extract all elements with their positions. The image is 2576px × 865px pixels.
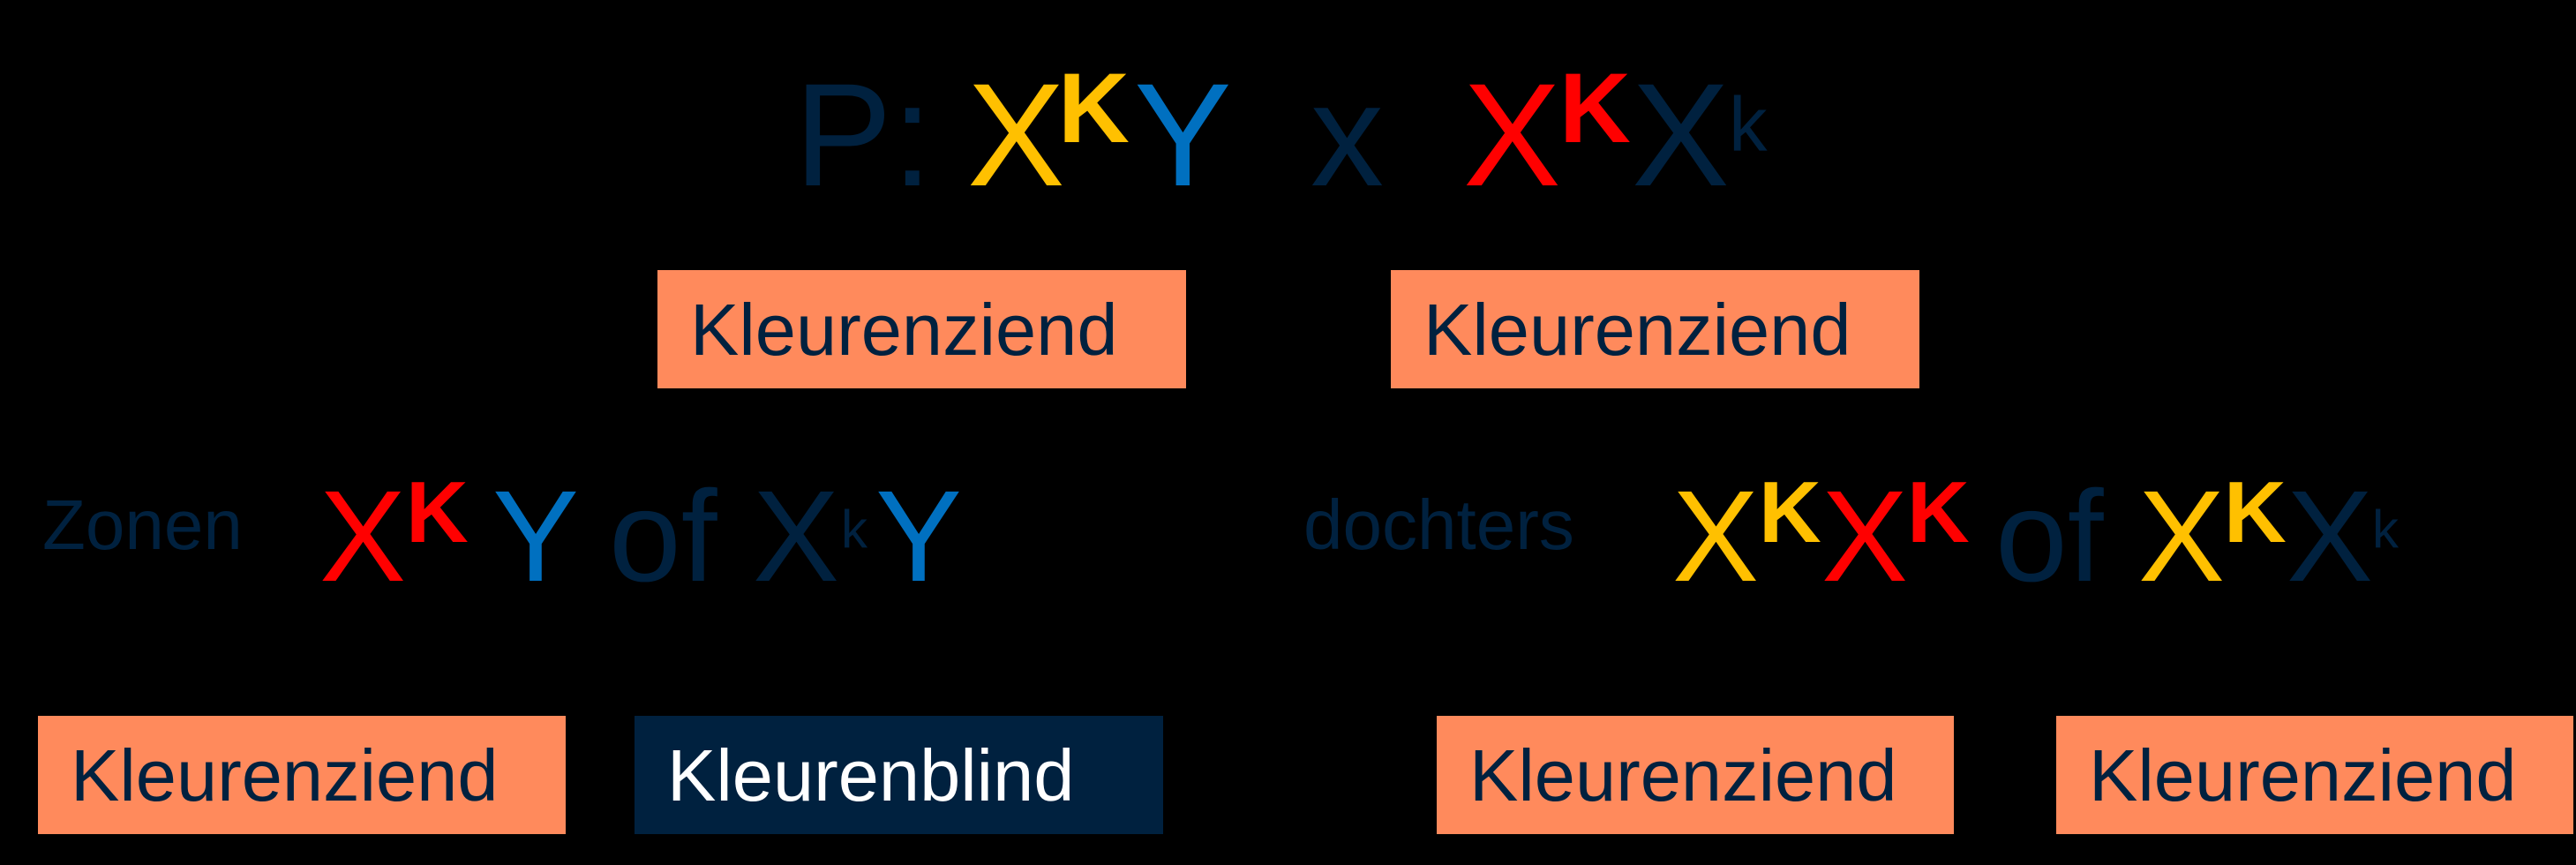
father-allele-superscript: K: [1058, 53, 1130, 163]
daughter2-phenotype-box: Kleurenziend: [2056, 716, 2573, 834]
mother-allele-2-superscript: k: [1729, 82, 1768, 168]
mother-x-chromosome-2: X: [1632, 54, 1730, 217]
sons-or-text: of: [609, 464, 717, 609]
parent-prefix: P:: [794, 54, 933, 217]
daughter1-phenotype-box: Kleurenziend: [1437, 716, 1954, 834]
cross-symbol: x: [1311, 54, 1384, 217]
daughter1-allele-b-superscript: K: [1907, 463, 1970, 560]
daughters-or-text: of: [1995, 464, 2104, 609]
father-phenotype-label: Kleurenziend: [690, 289, 1118, 371]
son1-allele-superscript: K: [406, 463, 469, 560]
mother-phenotype-label: Kleurenziend: [1423, 289, 1851, 371]
son2-allele-superscript: k: [841, 500, 867, 559]
son2-y-chromosome: Y: [875, 464, 963, 609]
daughter2-allele-b-superscript: k: [2372, 500, 2399, 559]
daughter1-allele-a-superscript: K: [1759, 463, 1821, 560]
son1-phenotype-label: Kleurenziend: [71, 734, 499, 816]
father-phenotype-box: Kleurenziend: [657, 270, 1186, 388]
son2-phenotype-label: Kleurenblind: [667, 734, 1075, 816]
sons-label: Zonen: [42, 485, 243, 564]
daughter1-x-chromosome-b: X: [1821, 464, 1909, 609]
mother-allele-1-superscript: K: [1559, 53, 1631, 163]
mother-x-chromosome-1: X: [1463, 54, 1561, 217]
son2-phenotype-box: Kleurenblind: [635, 716, 1163, 834]
son1-phenotype-box: Kleurenziend: [38, 716, 566, 834]
father-y-chromosome: Y: [1134, 54, 1232, 217]
mother-phenotype-box: Kleurenziend: [1391, 270, 1919, 388]
son1-x-chromosome: X: [319, 464, 407, 609]
father-x-chromosome: X: [967, 54, 1065, 217]
daughter1-phenotype-label: Kleurenziend: [1469, 734, 1897, 816]
daughter1-x-chromosome-a: X: [1672, 464, 1760, 609]
son2-x-chromosome: X: [753, 464, 840, 609]
daughter2-x-chromosome-b: X: [2287, 464, 2374, 609]
daughter2-x-chromosome-a: X: [2138, 464, 2226, 609]
daughter2-allele-a-superscript: K: [2224, 463, 2287, 560]
daughter2-phenotype-label: Kleurenziend: [2089, 734, 2517, 816]
son1-y-chromosome: Y: [492, 464, 580, 609]
daughters-label: dochters: [1303, 485, 1574, 564]
